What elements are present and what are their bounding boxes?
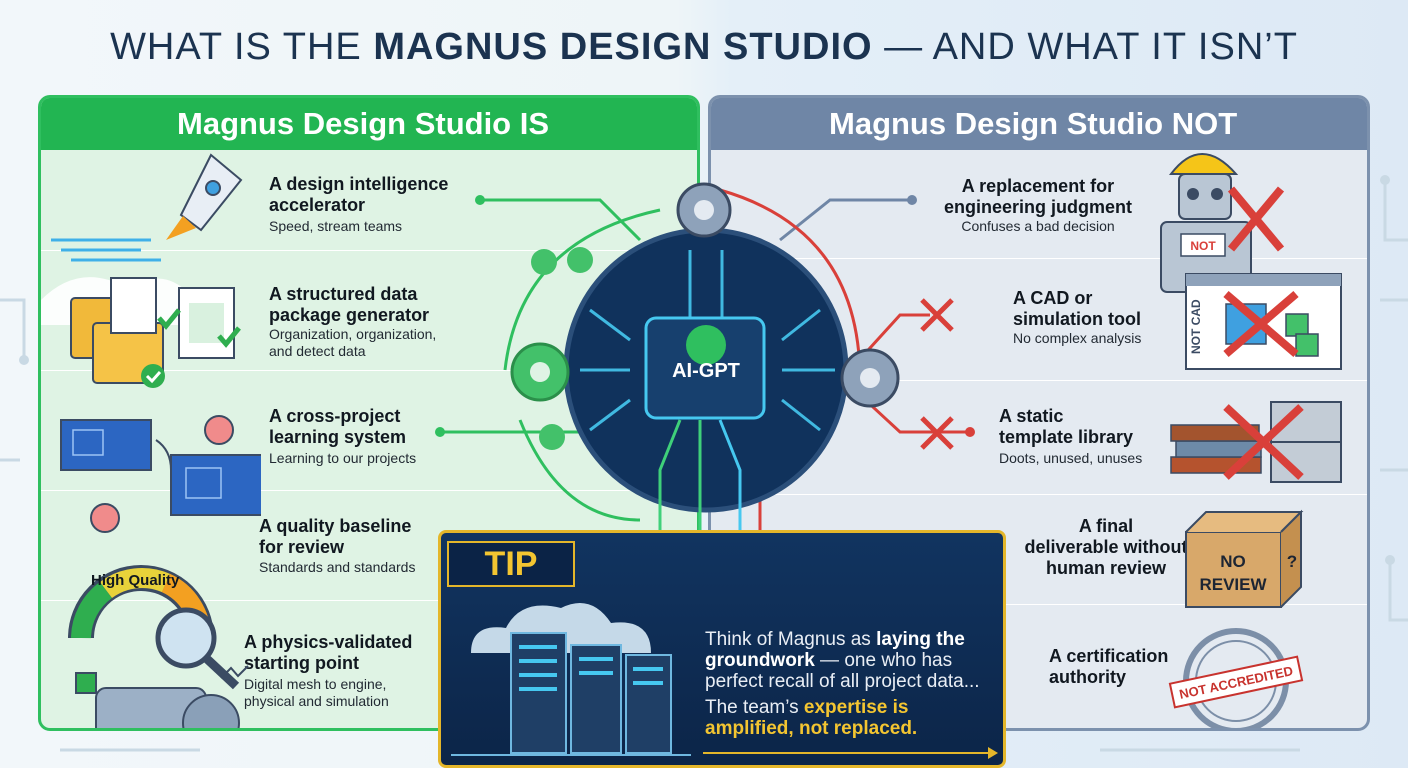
is-panel-heading: Magnus Design Studio IS [41,98,697,150]
row-divider [41,490,697,491]
is-illustrations [41,153,261,728]
gauge-label: High Quality [91,572,180,589]
row-divider [41,600,697,601]
svg-text:?: ? [1287,552,1297,571]
book-stack-icon [1170,401,1342,483]
folder-icon [70,277,241,388]
not-illustrations: NOT NOT CAD NO REVIEW [1160,153,1342,728]
tip-label: TIP [447,541,575,587]
robot-icon: NOT [1160,153,1285,293]
connector-line [858,393,970,434]
tip-box: TIP Think of Magnus as laying the ground… [438,530,1006,768]
svg-text:NO: NO [1220,552,1246,571]
page-title: WHAT IS THE MAGNUS DESIGN STUDIO — AND W… [110,26,1298,68]
no-review-box-icon: NO REVIEW ? [1185,509,1304,608]
cad-window-icon: NOT CAD [1185,273,1342,370]
svg-text:NOT CAD: NOT CAD [1189,299,1203,354]
row-divider [711,258,1367,259]
row-divider [711,494,1367,495]
gear-icon [676,182,732,238]
tip-text-secondary: The team’s expertise is amplified, not r… [705,697,918,739]
row-divider [711,604,1367,605]
x-mark-icon [920,416,954,450]
blueprint-icon [60,415,261,533]
engine-icon [75,665,249,728]
gear-icon [510,342,570,402]
connector-line [480,198,642,242]
not-accredited-stamp-icon: NOT ACCREDITED [1168,628,1304,728]
arrow-right-icon [703,747,998,759]
connector-line [518,419,641,522]
gear-icon [840,348,900,408]
row-divider [711,380,1367,381]
brain-icon [686,325,726,365]
connector-line [779,198,912,242]
svg-text:NOT: NOT [1190,239,1216,253]
quality-gauge-icon [68,565,240,690]
svg-text:REVIEW: REVIEW [1199,575,1267,594]
x-mark-icon [920,298,954,332]
tip-text-primary: Think of Magnus as laying the groundwork… [705,629,980,692]
ai-chip-label: AI-GPT [672,360,740,382]
not-panel-heading: Magnus Design Studio NOT [711,98,1367,150]
ai-chip [644,316,766,420]
row-divider [41,370,697,371]
server-cloud-icon [451,603,691,756]
row-divider [41,250,697,251]
connector-line [719,188,862,381]
gear-icon [531,247,593,450]
